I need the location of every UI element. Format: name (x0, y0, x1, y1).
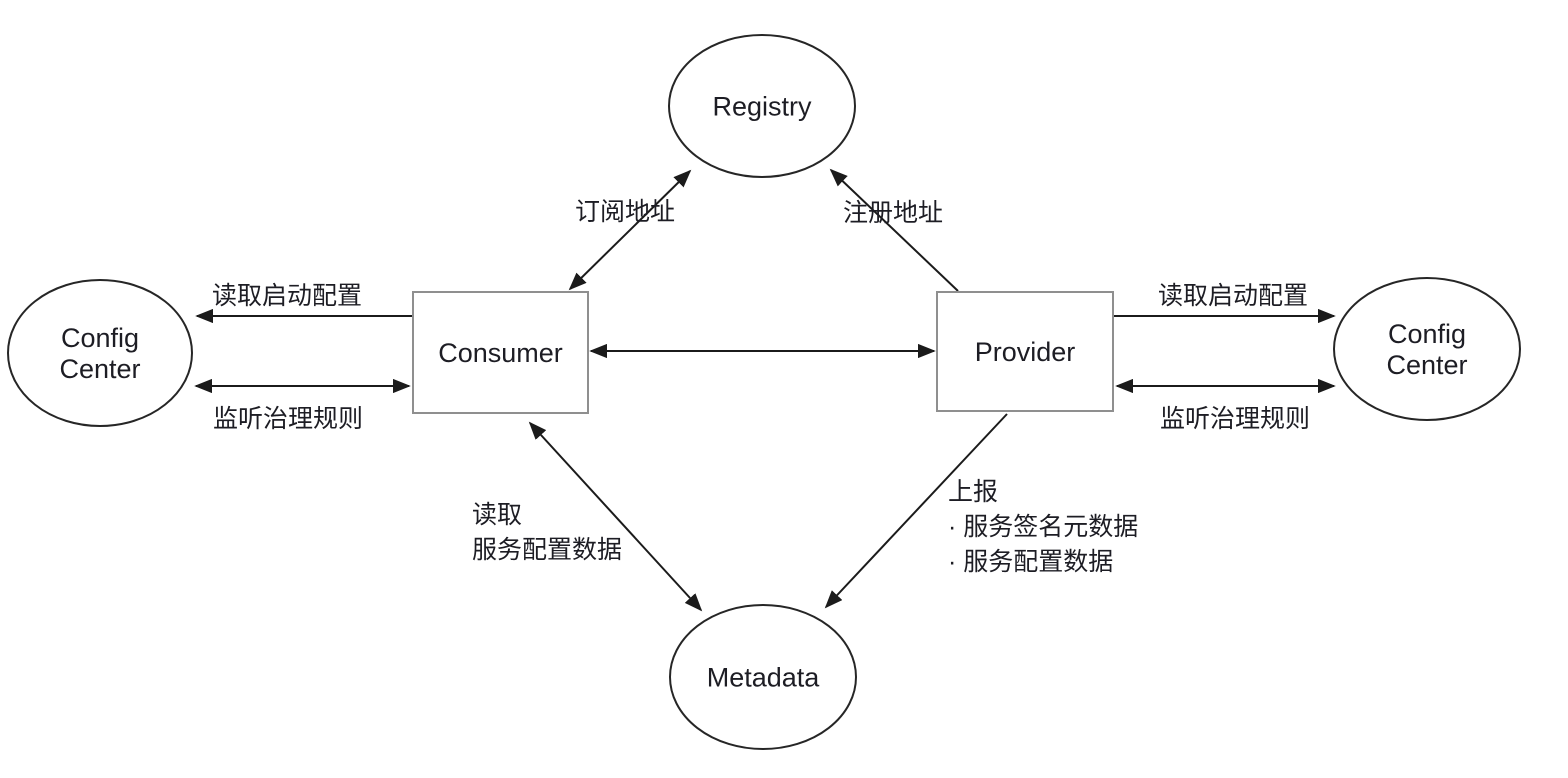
provider-shape (936, 291, 1114, 412)
provider-label: Provider (975, 337, 1076, 367)
node-consumer: Consumer (412, 291, 589, 414)
node-metadata: Metadata (669, 604, 857, 750)
edge-label-listen-governance-rules-right: 监听治理规则 (1160, 405, 1310, 433)
edge-consumer-metadata-read (528, 421, 703, 612)
consumer-label: Consumer (438, 338, 563, 368)
edge-label-subscribe-address: 订阅地址 (575, 198, 675, 226)
registry-shape (668, 34, 856, 178)
config-center-left-shape (7, 279, 193, 427)
edge-provider-registry-register (829, 168, 959, 292)
edge-label-report-metadata: 上报· 服务签名元数据· 服务配置数据 (948, 478, 1138, 576)
edge-label-read-startup-config-right: 读取启动配置 (1158, 282, 1308, 310)
edge-label-read-service-config-data: 读取服务配置数据 (472, 501, 622, 564)
edge-label-read-startup-config-left: 读取启动配置 (212, 282, 362, 310)
edge-consumer-registry-subscribe (568, 169, 692, 291)
edge-label-register-address: 注册地址 (843, 199, 943, 227)
metadata-label: Metadata (707, 663, 821, 693)
edge-label-listen-governance-rules-left: 监听治理规则 (213, 405, 363, 433)
metadata-shape (669, 604, 857, 750)
node-provider: Provider (936, 291, 1114, 412)
consumer-shape (412, 291, 589, 414)
node-registry: Registry (668, 34, 856, 178)
registry-label: Registry (712, 92, 812, 122)
config-center-right-shape (1333, 277, 1521, 421)
edge-provider-metadata-report (824, 413, 1008, 609)
